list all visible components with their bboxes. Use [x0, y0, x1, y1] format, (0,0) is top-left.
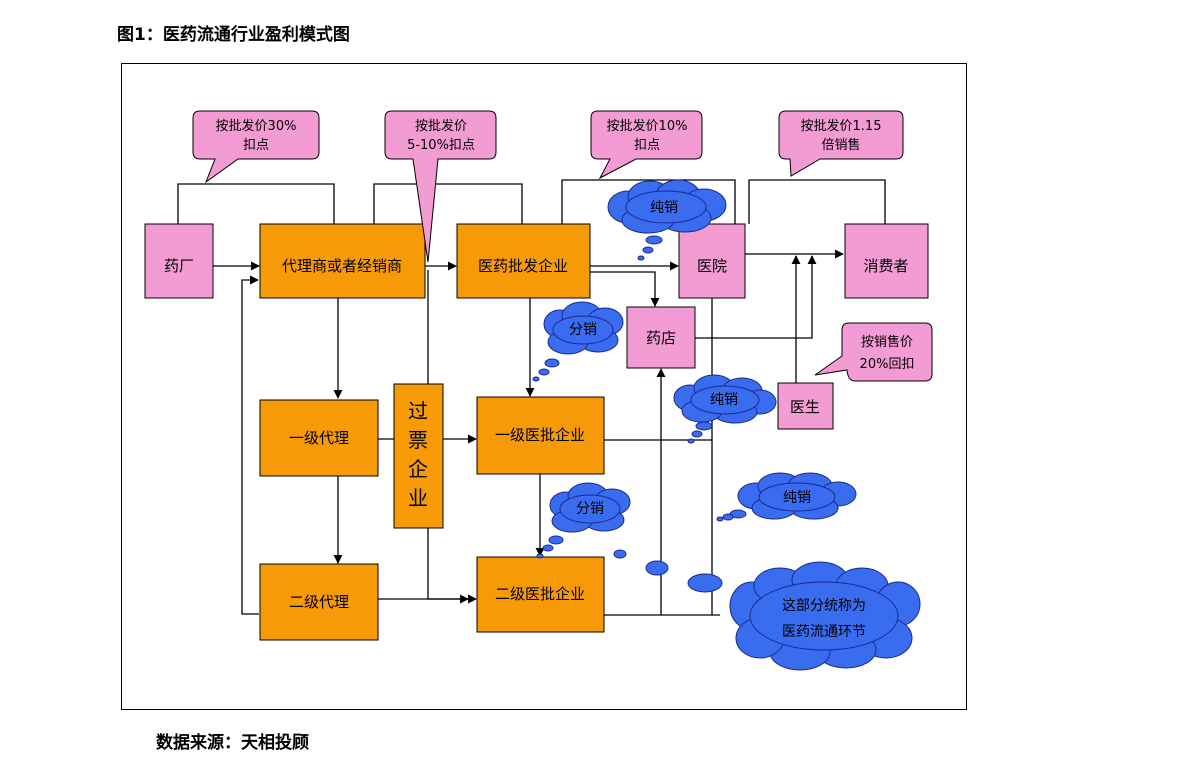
callout-2-bubble — [384, 110, 497, 263]
line-ticket-bottom — [427, 528, 469, 604]
callout-2-line-1: 按批发价 — [415, 118, 467, 134]
cloud-circulation — [729, 561, 921, 671]
diagram-frame — [121, 63, 967, 710]
hospital-box — [678, 223, 746, 299]
doctor-box — [777, 382, 834, 430]
bracket-c1 — [177, 183, 335, 224]
orange-boxes — [259, 223, 605, 641]
cloud-circulation-line-1: 这部分统称为 — [782, 597, 866, 614]
cloud-pure-sales-2 — [673, 374, 777, 444]
callout-3-line-2: 扣点 — [634, 138, 660, 153]
level2-wholesale-box — [476, 556, 605, 633]
pharmacy-box — [626, 306, 696, 369]
callout-4-line-2: 倍销售 — [821, 137, 860, 153]
cloud-pure-sales-1-label: 纯销 — [650, 200, 678, 216]
callout-3-bubble — [590, 110, 703, 180]
level1-agent-label: 一级代理 — [289, 429, 349, 447]
data-source: 数据来源：天相投顾 — [156, 733, 309, 753]
level1-wholesale-box — [476, 396, 605, 475]
hospital-label: 医院 — [697, 257, 727, 275]
consumer-label: 消费者 — [863, 257, 908, 275]
callout-4-bubble — [778, 110, 904, 177]
wholesale-box — [456, 223, 591, 299]
ticket-char-3: 企 — [408, 457, 428, 481]
arrow-pharmacy-consumer — [695, 255, 817, 339]
ticket-char-2: 票 — [408, 428, 428, 452]
figure-title: 图1：医药流通行业盈利模式图 — [117, 25, 350, 45]
cloud-distribution-2-label: 分销 — [576, 501, 604, 517]
agent-box — [259, 223, 426, 299]
pharmacy-label: 药店 — [646, 329, 676, 347]
callout-4-line-1: 按批发价1.15 — [801, 118, 882, 134]
consumer-box — [844, 223, 929, 299]
cloud-pure-sales-2-label: 纯销 — [710, 392, 738, 408]
bubble-3 — [687, 573, 723, 593]
agent-label: 代理商或者经销商 — [282, 257, 402, 275]
callout-1-bubble — [192, 110, 320, 184]
cloud-distribution-1-label: 分销 — [569, 322, 597, 338]
factory-box — [144, 223, 214, 299]
ticket-company-box — [393, 383, 444, 529]
callout-1-line-2: 扣点 — [243, 138, 269, 153]
arrow-wholesale-pharmacy — [590, 271, 660, 307]
cloud-circulation-line-2: 医药流通环节 — [782, 624, 866, 640]
level2-wholesale-label: 二级医批企业 — [495, 585, 585, 603]
callouts — [192, 110, 933, 382]
cloud-distribution-1 — [532, 301, 624, 382]
callout-5-bubble — [814, 322, 933, 382]
level2-agent-box — [259, 563, 379, 641]
loop-agent-left — [241, 275, 259, 615]
factory-label: 药厂 — [164, 257, 194, 275]
doctor-label: 医生 — [790, 398, 820, 416]
callout-5-line-2: 20%回扣 — [860, 357, 915, 372]
bracket-c3 — [561, 179, 736, 224]
cloud-pure-sales-1 — [607, 179, 727, 261]
level1-agent-box — [259, 399, 379, 477]
clouds — [532, 179, 921, 671]
bubble-2 — [645, 560, 669, 576]
ticket-char-1: 过 — [408, 399, 428, 423]
bracket-c4 — [748, 179, 886, 224]
bubble-1 — [613, 549, 627, 559]
ticket-char-4: 业 — [408, 486, 428, 510]
cloud-pure-sales-3 — [716, 472, 857, 522]
connectors — [177, 179, 886, 616]
bracket-c2 — [373, 183, 523, 224]
callout-1-line-1: 按批发价30% — [216, 118, 297, 134]
wholesale-label: 医药批发企业 — [478, 257, 568, 275]
callout-2-line-2: 5-10%扣点 — [407, 138, 475, 153]
pink-boxes — [144, 223, 929, 430]
cloud-distribution-2 — [536, 482, 631, 559]
callout-5-line-1: 按销售价 — [861, 334, 913, 350]
level1-wholesale-label: 一级医批企业 — [495, 426, 585, 444]
level2-agent-label: 二级代理 — [289, 593, 349, 611]
callout-3-line-1: 按批发价10% — [607, 118, 688, 134]
cloud-pure-sales-3-label: 纯销 — [783, 490, 811, 506]
